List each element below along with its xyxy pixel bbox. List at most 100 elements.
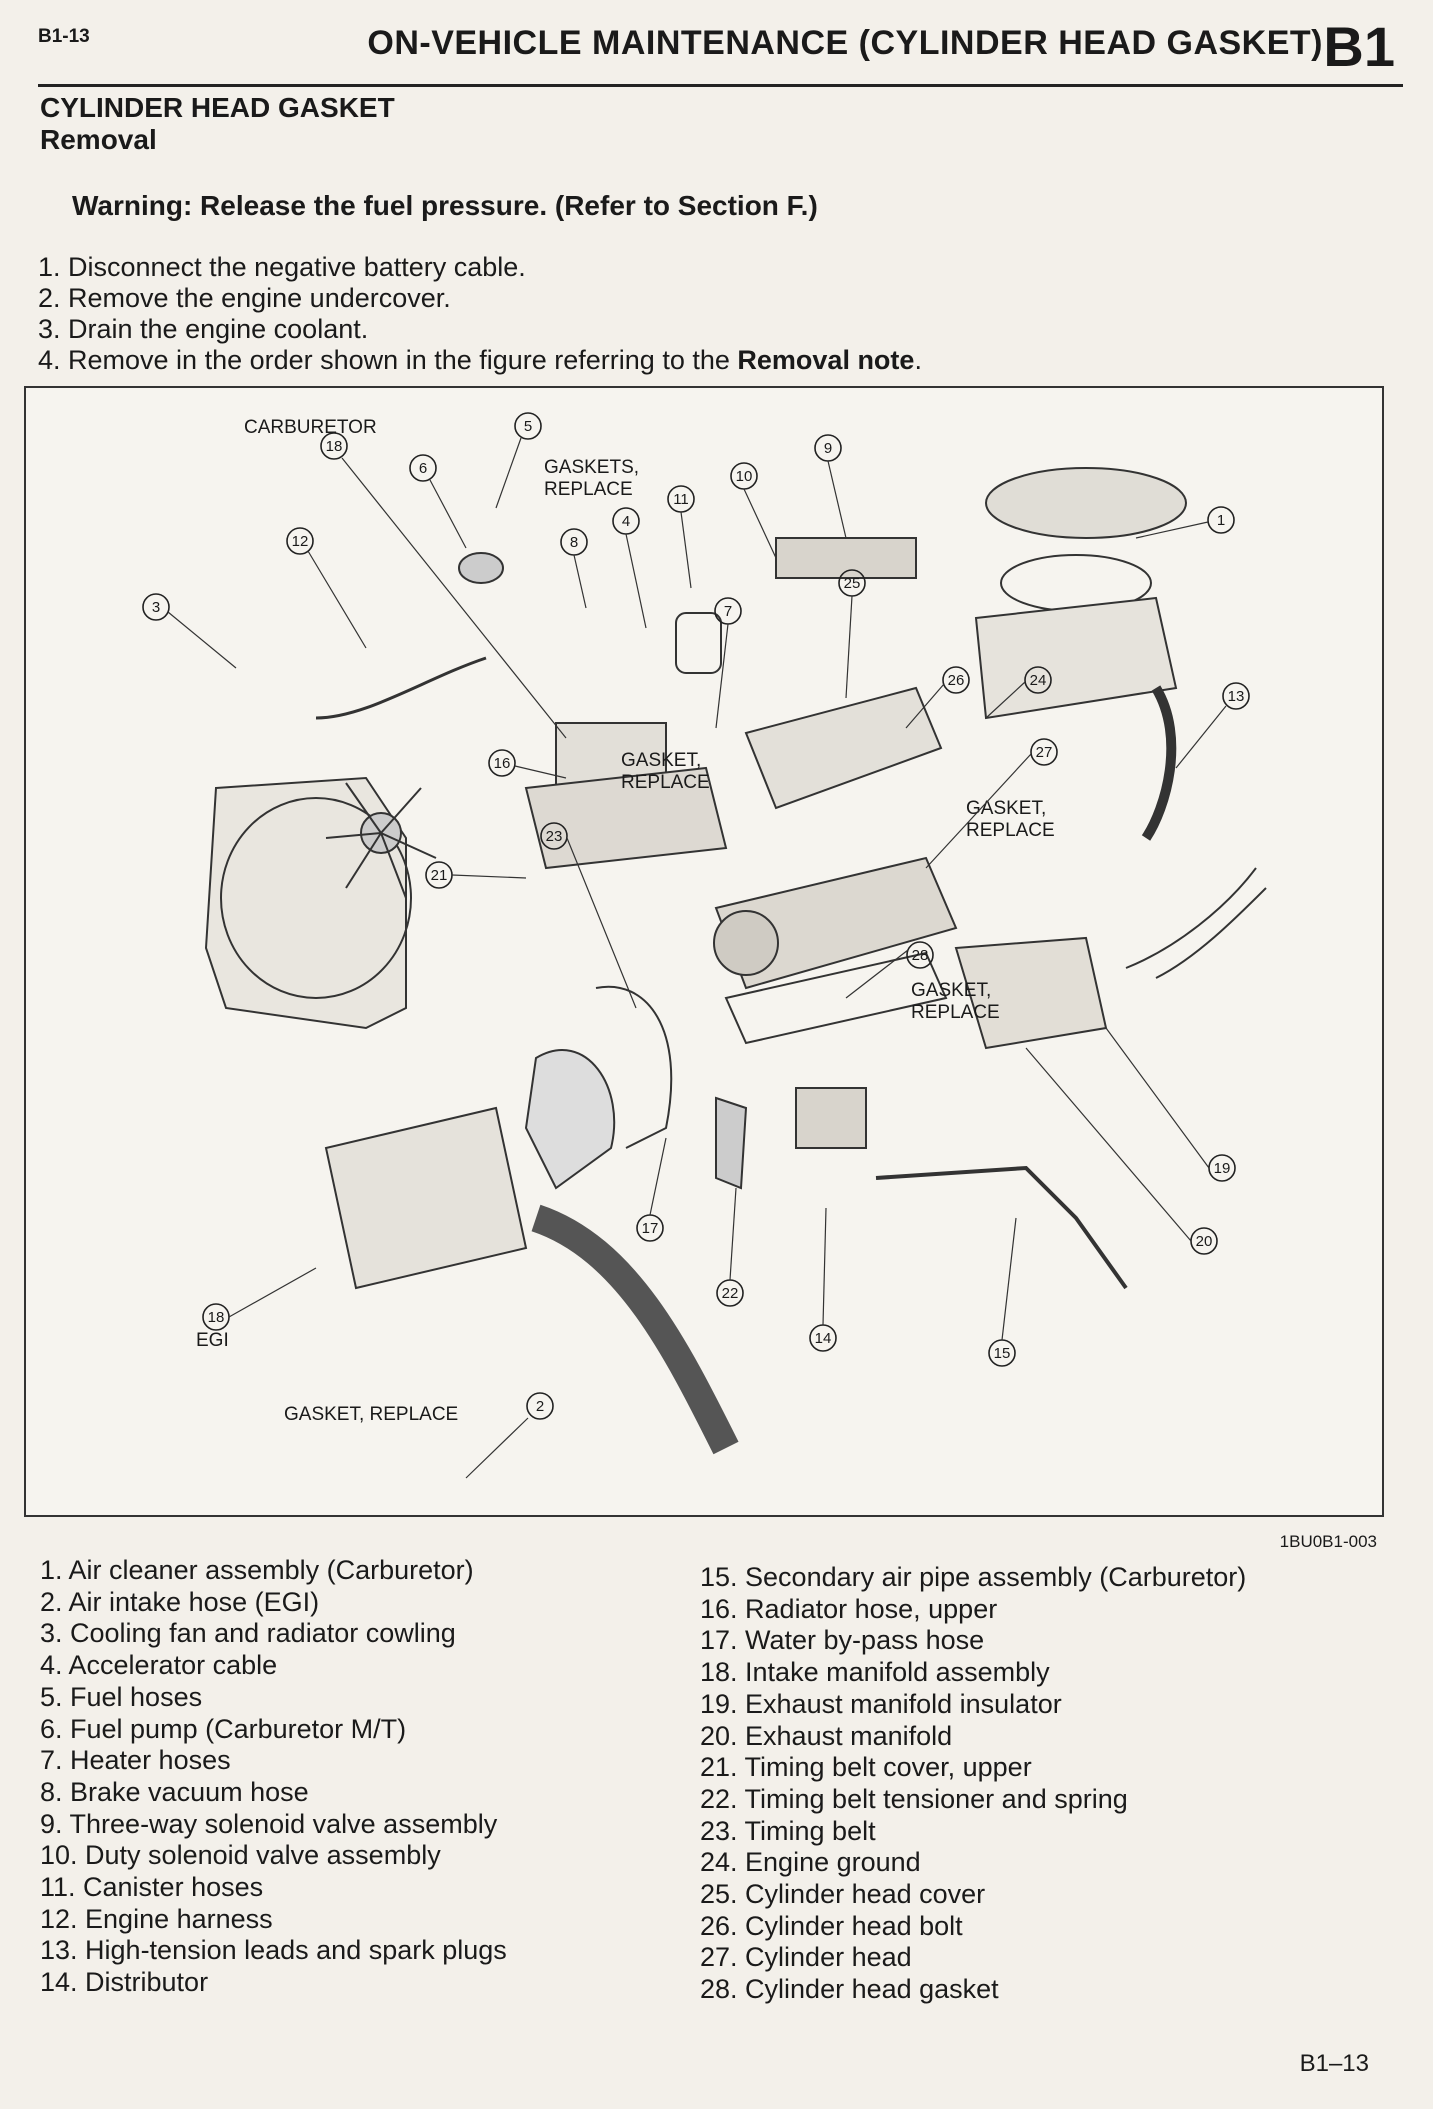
air-cleaner-body-shape <box>974 596 1178 720</box>
air-duct-shape <box>1141 685 1177 841</box>
callout-numbers: 1 2 3 4 5 6 7 8 9 10 11 12 13 14 15 16 1… <box>152 418 1245 1415</box>
callout-number: 2 <box>536 1398 544 1415</box>
list-item: 27. Cylinder head <box>700 1942 912 1973</box>
fan-blades-shape <box>325 782 437 899</box>
callout-number: 16 <box>494 755 511 772</box>
callout-number: 6 <box>419 460 427 477</box>
callout-number: 5 <box>524 418 532 435</box>
callout-number: 15 <box>994 1345 1011 1362</box>
high-tension-leads-shape <box>1125 867 1267 979</box>
section-mark: B1 <box>1323 15 1395 78</box>
list-item: 20. Exhaust manifold <box>700 1720 953 1751</box>
list-item: 9. Three-way solenoid valve assembly <box>40 1808 498 1839</box>
list-item: 16. Radiator hose, upper <box>700 1593 998 1624</box>
diagram-svg: CARBURETOR GASKETS, REPLACE GASKET, REPL… <box>142 412 1267 1479</box>
list-item: 22. Timing belt tensioner and spring <box>700 1783 1128 1814</box>
section-heading: CYLINDER HEAD GASKET Removal <box>40 92 395 156</box>
parts-list-left: 1. Air cleaner assembly (Carburetor) 2. … <box>40 1555 507 1999</box>
label-egi: EGI <box>196 1330 229 1351</box>
secondary-air-pipe-shape <box>875 1165 1128 1290</box>
air-intake-hose-shape <box>531 1204 739 1455</box>
list-item: 17. Water by-pass hose <box>700 1625 985 1656</box>
list-item: 25. Cylinder head cover <box>700 1879 986 1910</box>
list-item: 13. High-tension leads and spark plugs <box>40 1935 507 1966</box>
step-item: 2. Remove the engine undercover. <box>38 283 451 313</box>
callout-number: 3 <box>152 599 160 616</box>
callout-number: 8 <box>570 534 578 551</box>
label-carburetor: CARBURETOR <box>244 417 377 438</box>
label-gasket-replace-b: GASKET, <box>966 798 1046 819</box>
label-gasket-replace-c-2: REPLACE <box>911 1002 1000 1023</box>
egi-engine-shape <box>324 1106 528 1290</box>
callout-number: 20 <box>1196 1233 1213 1250</box>
warning-text: Warning: Release the fuel pressure. (Ref… <box>72 190 818 221</box>
head-cover-shape <box>744 686 943 810</box>
callout-number: 17 <box>642 1220 659 1237</box>
step-item: 3. Drain the engine coolant. <box>38 314 369 344</box>
timing-belt-shape <box>595 985 673 1149</box>
list-item: 12. Engine harness <box>40 1903 273 1934</box>
callout-number: 13 <box>1228 688 1245 705</box>
cowling-opening-shape <box>220 797 412 999</box>
list-item: 15. Secondary air pipe assembly (Carbure… <box>700 1562 1247 1592</box>
callout-number: 18 <box>326 438 343 455</box>
page-id: B1-13 <box>38 26 90 47</box>
procedure-steps: 1. Disconnect the negative battery cable… <box>38 252 922 376</box>
radiator-cowling-shape <box>204 776 407 1030</box>
timing-cover-shape <box>524 1049 616 1190</box>
step-4-prefix: 4. Remove in the order shown in the figu… <box>38 345 738 375</box>
label-gasket-replace-a: GASKET, <box>621 750 701 771</box>
engine-harness-shape <box>315 656 487 720</box>
label-gaskets-replace-2: REPLACE <box>544 479 633 500</box>
heading-subtitle: Removal <box>40 124 157 155</box>
list-item: 21. Timing belt cover, upper <box>700 1752 1032 1783</box>
list-item: 24. Engine ground <box>700 1847 921 1878</box>
head-gasket-shape <box>724 951 948 1045</box>
callout-number: 1 <box>1217 512 1225 529</box>
header-rule <box>38 84 1403 87</box>
list-item: 11. Canister hoses <box>40 1872 264 1903</box>
intake-manifold-shape <box>524 766 728 870</box>
callout-number: 24 <box>1030 672 1047 689</box>
air-cleaner-lid-shape <box>985 467 1187 539</box>
label-gasket-replace-b-2: REPLACE <box>966 820 1055 841</box>
heading-title: CYLINDER HEAD GASKET <box>40 92 395 123</box>
diagram-artwork <box>204 467 1267 1455</box>
callout-number: 25 <box>844 575 861 592</box>
step-item: 1. Disconnect the negative battery cable… <box>38 252 526 282</box>
page-footer: B1–13 <box>1299 2050 1369 2077</box>
callout-number: 14 <box>815 1330 832 1347</box>
callout-number: 22 <box>722 1285 739 1302</box>
list-item: 23. Timing belt <box>700 1815 876 1846</box>
label-gasket-replace-c: GASKET, <box>911 980 991 1001</box>
exploded-diagram: CARBURETOR GASKETS, REPLACE GASKET, REPL… <box>24 386 1384 1517</box>
list-item: 14. Distributor <box>40 1967 209 1998</box>
step-item: 4. Remove in the order shown in the figu… <box>38 345 922 376</box>
list-item: 5. Fuel hoses <box>40 1681 203 1712</box>
step-4-bold: Removal note <box>737 345 915 375</box>
callout-number: 7 <box>724 603 732 620</box>
callout-number: 4 <box>622 513 630 530</box>
list-item: 10. Duty solenoid valve assembly <box>40 1840 441 1871</box>
label-gasket-replace-a-2: REPLACE <box>621 772 710 793</box>
list-item: 19. Exhaust manifold insulator <box>700 1688 1062 1719</box>
list-item: 6. Fuel pump (Carburetor M/T) <box>40 1713 407 1744</box>
cam-pulley-shape <box>713 910 779 976</box>
label-gaskets-replace: GASKETS, <box>544 457 639 478</box>
canister-hose-shape <box>675 612 722 674</box>
list-item: 28. Cylinder head gasket <box>700 1974 999 2005</box>
parts-list-right: 15. Secondary air pipe assembly (Carbure… <box>700 1562 1246 2006</box>
list-item: 3. Cooling fan and radiator cowling <box>40 1618 456 1649</box>
callout-number: 12 <box>292 533 309 550</box>
callout-number: 19 <box>1214 1160 1231 1177</box>
callout-number: 27 <box>1036 744 1053 761</box>
callout-number: 18 <box>208 1309 225 1326</box>
list-item: 7. Heater hoses <box>40 1745 231 1776</box>
list-item: 18. Intake manifold assembly <box>700 1657 1050 1688</box>
callout-number: 28 <box>912 947 929 964</box>
distributor-shape <box>795 1087 867 1149</box>
tensioner-shape <box>715 1096 748 1190</box>
step-4-suffix: . <box>914 345 922 375</box>
callout-number: 11 <box>673 491 689 508</box>
figure-id: 1BU0B1-003 <box>1279 1532 1377 1551</box>
